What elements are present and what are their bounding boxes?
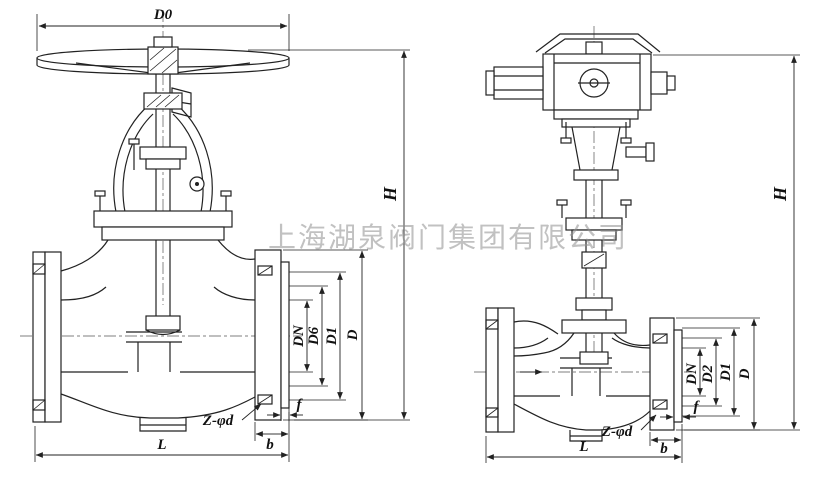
dim-label-d-left: D <box>345 329 361 341</box>
right-valve-inlet-flange <box>485 307 499 433</box>
dim-label-dn-right: DN <box>684 362 700 386</box>
dim-label-b-right: b <box>660 441 668 457</box>
dim-label-zphid-right: Z-φd <box>601 424 633 440</box>
watermark-text: 上海湖泉阀门集团有限公司 <box>268 221 628 254</box>
dim-label-f-left: f <box>297 397 304 413</box>
right-valve-dimensions: H DN D2 D1 D L b f <box>485 54 800 463</box>
left-valve-outlet-flange <box>254 249 282 421</box>
dim-label-b-left: b <box>266 437 274 453</box>
dim-label-d6-left: D6 <box>306 326 322 346</box>
dim-label-h-left: H <box>380 186 400 202</box>
dim-label-h-right: H <box>770 186 790 202</box>
left-valve-inlet-flange <box>32 251 46 423</box>
dim-label-zphid-left: Z-φd <box>202 413 234 429</box>
dim-label-d1-left: D1 <box>324 327 340 346</box>
dim-label-d1-right: D1 <box>718 363 734 382</box>
actuator-motor-cylinder <box>493 66 544 100</box>
dim-label-d0: D0 <box>153 7 173 23</box>
dim-label-d-right: D <box>737 368 753 380</box>
dim-label-dn-left: DN <box>291 324 307 348</box>
dim-label-l-left: L <box>156 437 166 453</box>
dim-label-l-right: L <box>578 439 588 455</box>
left-valve-manual-globe <box>20 10 302 432</box>
dim-label-d2-right: D2 <box>700 364 716 384</box>
dim-label-f-right: f <box>694 399 701 415</box>
left-valve-dimensions: D0 H DN D6 D1 D L b <box>34 7 410 462</box>
right-valve-electric-globe <box>474 26 692 442</box>
